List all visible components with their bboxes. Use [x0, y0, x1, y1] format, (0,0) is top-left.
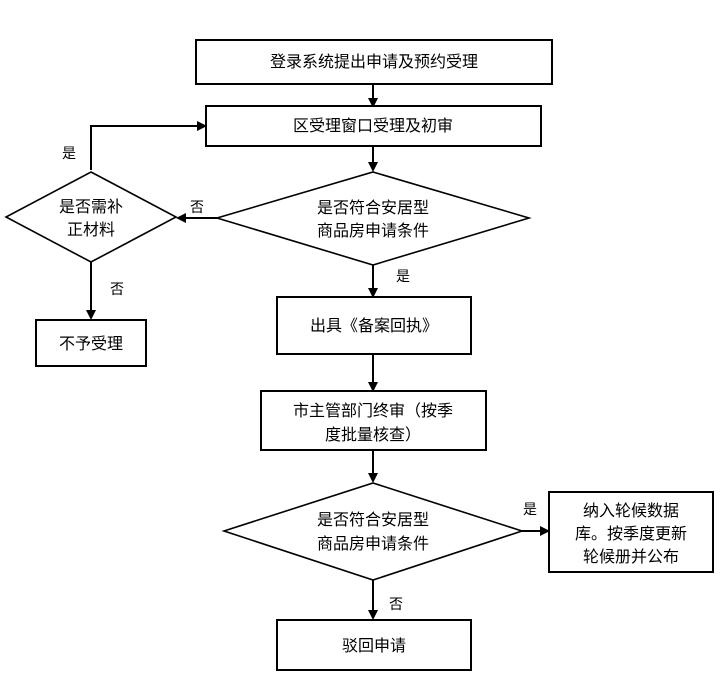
- node-apply: 登录系统提出申请及预约受理: [195, 39, 553, 85]
- node-receipt-text: 出具《备案回执》: [310, 316, 438, 335]
- node-district: 区受理窗口受理及初审: [205, 105, 542, 147]
- label-supplement-yes: 是: [62, 146, 76, 162]
- edge-labels: 是 否 是 否 是 否: [62, 146, 537, 613]
- node-waitlist-text-2: 库。按季度更新: [575, 524, 687, 543]
- label-check2-no: 否: [389, 597, 403, 613]
- node-check1-text-1: 是否符合安居型: [317, 198, 429, 217]
- node-reject-accept: 不予受理: [35, 319, 147, 367]
- node-check2-text-1: 是否符合安居型: [317, 510, 429, 529]
- label-check1-yes: 是: [396, 269, 410, 285]
- node-reject-accept-text: 不予受理: [59, 334, 123, 353]
- node-district-text: 区受理窗口受理及初审: [293, 116, 453, 135]
- node-apply-text: 登录系统提出申请及预约受理: [270, 52, 478, 71]
- node-waitlist-text-1: 纳入轮候数据: [583, 501, 679, 520]
- label-supplement-no: 否: [110, 282, 124, 298]
- node-final: 市主管部门终审（按季 度批量核查）: [260, 390, 487, 451]
- node-waitlist-text-3: 轮候册并公布: [583, 547, 679, 566]
- node-check1: 是否符合安居型 商品房申请条件: [214, 171, 532, 266]
- node-check1-text-2: 商品房申请条件: [317, 221, 429, 240]
- node-receipt: 出具《备案回执》: [276, 296, 472, 355]
- node-waitlist: 纳入轮候数据 库。按季度更新 轮候册并公布: [548, 491, 714, 573]
- edges: [86, 84, 550, 620]
- node-reject: 驳回申请: [276, 619, 472, 671]
- node-supplement-text-1: 是否需补: [59, 197, 123, 216]
- node-supplement: 是否需补 正材料: [4, 171, 178, 263]
- node-final-text-1: 市主管部门终审（按季: [293, 401, 453, 420]
- node-supplement-text-2: 正材料: [67, 220, 115, 239]
- label-check2-yes: 是: [523, 502, 537, 518]
- node-final-text-2: 度批量核查）: [325, 425, 421, 444]
- label-check1-no: 否: [190, 200, 204, 216]
- edge-supplement-to-district: [90, 121, 207, 170]
- node-check2: 是否符合安居型 商品房申请条件: [221, 482, 525, 581]
- node-check2-text-2: 商品房申请条件: [317, 534, 429, 553]
- node-reject-text: 驳回申请: [342, 636, 406, 655]
